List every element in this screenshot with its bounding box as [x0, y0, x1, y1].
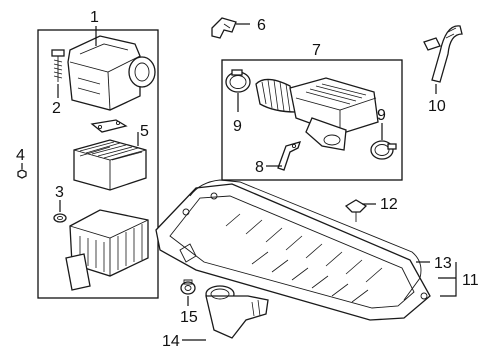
callout-4: 4	[16, 147, 25, 164]
callout-9-right: 9	[377, 107, 386, 124]
callout-9-left: 9	[233, 118, 242, 135]
callout-15: 15	[180, 309, 198, 326]
outlet-duct-resonator	[255, 77, 379, 151]
callout-11: 11	[462, 272, 479, 289]
vent-hose	[423, 25, 463, 83]
air-cleaner-lower-housing	[65, 209, 149, 291]
mounting-bolt	[51, 49, 65, 82]
seal-strip	[189, 179, 422, 301]
gasket-plate	[90, 119, 128, 133]
air-filter-element	[73, 139, 147, 191]
duct-bracket	[277, 141, 302, 171]
hose-clamp-right	[370, 140, 397, 160]
callout-8: 8	[255, 159, 264, 176]
hex-nut	[17, 169, 27, 179]
group-box-outlet-duct	[221, 59, 403, 181]
inlet-duct	[205, 285, 269, 339]
group-box-air-cleaner	[37, 29, 159, 299]
drain-grommet	[180, 279, 196, 295]
callout-1: 1	[90, 9, 99, 26]
air-cleaner-cover	[67, 35, 156, 111]
callout-6: 6	[257, 17, 266, 34]
callout-10: 10	[428, 98, 446, 115]
callout-14: 14	[162, 333, 180, 350]
callout-3: 3	[55, 184, 64, 201]
leader-11	[438, 262, 457, 297]
callout-5: 5	[140, 123, 149, 140]
callout-2: 2	[52, 100, 61, 117]
callout-12: 12	[380, 196, 398, 213]
hose-clamp-left	[225, 69, 251, 93]
retaining-clip	[211, 17, 237, 39]
callout-13: 13	[434, 255, 452, 272]
push-pin	[344, 199, 368, 222]
grommet	[53, 213, 67, 223]
lower-air-intake-tray	[155, 183, 431, 321]
callout-7: 7	[312, 42, 321, 59]
